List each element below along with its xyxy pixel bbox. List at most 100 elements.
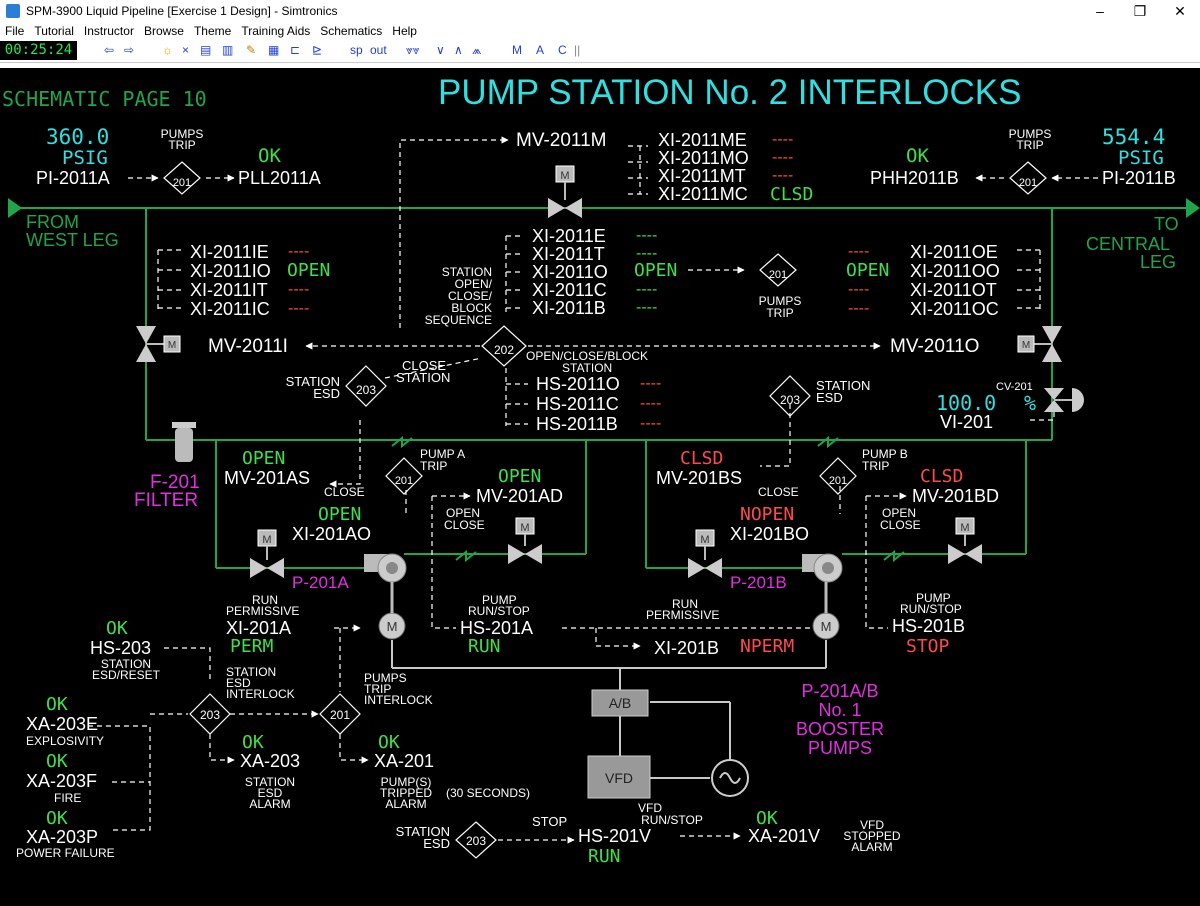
double-down-icon[interactable]: ⩔⩔ bbox=[406, 43, 420, 57]
pencil-icon[interactable]: ✎ bbox=[246, 43, 257, 57]
multiply-icon[interactable]: × bbox=[182, 43, 190, 57]
mv-2011m-tag[interactable]: MV-2011M bbox=[516, 130, 606, 151]
xa-203-tag[interactable]: XA-203 bbox=[240, 751, 300, 771]
chart-icon[interactable]: ▥ bbox=[222, 43, 234, 57]
control-valve-cv-201-icon[interactable] bbox=[1044, 388, 1084, 412]
xi-201b-tag[interactable]: XI-201B bbox=[654, 638, 719, 658]
vi-201-tag[interactable]: VI-201 bbox=[940, 412, 993, 432]
out-button[interactable]: out bbox=[370, 43, 387, 57]
pi-2011a-value: 360.0 bbox=[46, 125, 109, 149]
grid-icon[interactable]: ▦ bbox=[268, 43, 280, 57]
simulation-clock: 00:25:24 bbox=[0, 41, 77, 60]
xi-2011mt-tag[interactable]: XI-2011MT bbox=[658, 166, 746, 186]
pump-a-trip-label-2: TRIP bbox=[420, 459, 447, 473]
xa-203f-tag[interactable]: XA-203F bbox=[26, 771, 97, 791]
xa-203e-tag[interactable]: XA-203E bbox=[26, 714, 98, 734]
pi-2011a-tag[interactable]: PI-2011A bbox=[36, 168, 110, 188]
valve-mv-2011m-icon[interactable]: M bbox=[548, 165, 582, 218]
valve-mv-201bs-icon[interactable]: M bbox=[688, 529, 722, 578]
hs-2011o-state: ---- bbox=[640, 375, 661, 392]
menu-schematics[interactable]: Schematics bbox=[320, 24, 383, 38]
close-button[interactable]: ✕ bbox=[1174, 3, 1186, 19]
valve-mv-201ad-icon[interactable]: M bbox=[508, 517, 542, 564]
menu-instructor[interactable]: Instructor bbox=[83, 24, 134, 38]
hs-2011o-tag[interactable]: HS-2011O bbox=[536, 374, 620, 394]
hs-2011b-tag[interactable]: HS-2011B bbox=[536, 414, 618, 434]
xi-2011e-tag[interactable]: XI-2011E bbox=[532, 226, 606, 246]
mv-201bd-tag[interactable]: MV-201BD bbox=[912, 486, 999, 506]
menu-file[interactable]: File bbox=[5, 24, 25, 38]
xi-2011ie-tag[interactable]: XI-2011IE bbox=[190, 242, 269, 262]
valve-mv-2011i-icon[interactable]: M bbox=[136, 326, 181, 362]
double-up-icon[interactable]: ⩕ bbox=[472, 43, 482, 57]
pump-p-201a-tag[interactable]: P-201A bbox=[292, 573, 349, 592]
xi-2011e-state: ---- bbox=[636, 227, 657, 244]
mv-2011i-tag[interactable]: MV-2011I bbox=[208, 336, 288, 357]
up-icon[interactable]: ∧ bbox=[454, 43, 463, 57]
menu-tutorial[interactable]: Tutorial bbox=[34, 24, 74, 38]
valve-mv-2011o-icon[interactable]: M bbox=[1017, 326, 1062, 362]
menu-theme[interactable]: Theme bbox=[193, 24, 232, 38]
trend-icon[interactable]: ⊵ bbox=[312, 43, 323, 57]
hs-201v-tag[interactable]: HS-201V bbox=[578, 826, 651, 846]
xi-2011it-tag[interactable]: XI-2011IT bbox=[190, 280, 268, 300]
xi-2011b-tag[interactable]: XI-2011B bbox=[532, 298, 606, 318]
xi-2011io-tag[interactable]: XI-2011IO bbox=[190, 261, 271, 281]
xi-2011ic-tag[interactable]: XI-2011IC bbox=[190, 299, 270, 319]
pi-2011b-tag[interactable]: PI-2011B bbox=[1102, 168, 1176, 188]
pump-p-201b-icon[interactable]: M bbox=[802, 553, 843, 640]
xi-201bo-tag[interactable]: XI-201BO bbox=[730, 524, 809, 544]
forward-arrow-icon[interactable]: ⇨ bbox=[124, 43, 135, 57]
maximize-button[interactable]: ❐ bbox=[1133, 3, 1147, 19]
mv-201ad-tag[interactable]: MV-201AD bbox=[476, 486, 563, 506]
xi-2011o-tag[interactable]: XI-2011O bbox=[532, 262, 608, 282]
mv-2011o-tag[interactable]: MV-2011O bbox=[890, 336, 979, 357]
bars-icon[interactable]: ▤ bbox=[200, 43, 212, 57]
hs-2011c-tag[interactable]: HS-2011C bbox=[536, 394, 619, 414]
menu-help[interactable]: Help bbox=[392, 24, 417, 38]
pump-p-201b-tag[interactable]: P-201B bbox=[730, 573, 787, 592]
hs-203-tag[interactable]: HS-203 bbox=[90, 638, 151, 658]
xi-2011oc-tag[interactable]: XI-2011OC bbox=[910, 299, 999, 319]
back-arrow-icon[interactable]: ⇦ bbox=[104, 43, 115, 57]
pumps-trip-label-2: TRIP bbox=[168, 138, 195, 152]
hs-201a-tag[interactable]: HS-201A bbox=[460, 618, 533, 638]
xi-2011oo-tag[interactable]: XI-2011OO bbox=[910, 261, 1000, 281]
mv-201as-tag[interactable]: MV-201AS bbox=[224, 468, 310, 488]
xa-201-tag[interactable]: XA-201 bbox=[374, 751, 434, 771]
minimize-button[interactable]: – bbox=[1096, 3, 1104, 19]
xa-203f-state: OK bbox=[46, 751, 68, 772]
xi-2011oe-tag[interactable]: XI-2011OE bbox=[910, 242, 998, 262]
pump-p-201a-icon[interactable]: M bbox=[364, 553, 407, 640]
xi-2011mc-tag[interactable]: XI-2011MC bbox=[658, 184, 748, 204]
ab-selector-box[interactable] bbox=[591, 689, 649, 717]
hs-201b-tag[interactable]: HS-201B bbox=[892, 616, 965, 636]
xi-201ao-tag[interactable]: XI-201AO bbox=[292, 524, 371, 544]
pumps-trip-label-right: PUMPS bbox=[1009, 127, 1052, 141]
xi-2011ot-tag[interactable]: XI-2011OT bbox=[910, 280, 997, 300]
down-icon[interactable]: ∨ bbox=[436, 43, 445, 57]
sun-icon[interactable]: ☼ bbox=[162, 43, 173, 57]
xi-201a-tag[interactable]: XI-201A bbox=[226, 618, 291, 638]
menu-browse[interactable]: Browse bbox=[143, 24, 184, 38]
mv-201bs-tag[interactable]: MV-201BS bbox=[656, 468, 742, 488]
auto-button[interactable]: A bbox=[536, 43, 545, 57]
xi-2011c-tag[interactable]: XI-2011C bbox=[532, 280, 607, 300]
cascade-button[interactable]: C bbox=[558, 43, 567, 57]
phh2011b-tag[interactable]: PHH2011B bbox=[870, 168, 959, 188]
xa-201v-tag[interactable]: XA-201V bbox=[748, 826, 820, 846]
menu-training-aids[interactable]: Training Aids bbox=[241, 24, 311, 38]
valve-mv-201bd-icon[interactable]: M bbox=[948, 517, 982, 564]
pump-a-trip-label: PUMP A bbox=[420, 447, 465, 461]
xi-2011mo-tag[interactable]: XI-2011MO bbox=[658, 148, 749, 168]
pll2011a-tag[interactable]: PLL2011A bbox=[238, 168, 321, 188]
xi-2011t-tag[interactable]: XI-2011T bbox=[532, 244, 605, 264]
valve-mv-201as-icon[interactable]: M bbox=[250, 529, 284, 578]
xa-203p-tag[interactable]: XA-203P bbox=[26, 827, 98, 847]
cv-201-tag[interactable]: CV-201 bbox=[996, 381, 1033, 393]
xi-2011me-tag[interactable]: XI-2011ME bbox=[658, 130, 747, 150]
manual-button[interactable]: M bbox=[512, 43, 522, 57]
tree-icon[interactable]: ⊏ bbox=[290, 43, 301, 57]
sp-button[interactable]: sp bbox=[350, 43, 363, 57]
vfd-box[interactable] bbox=[587, 755, 651, 799]
